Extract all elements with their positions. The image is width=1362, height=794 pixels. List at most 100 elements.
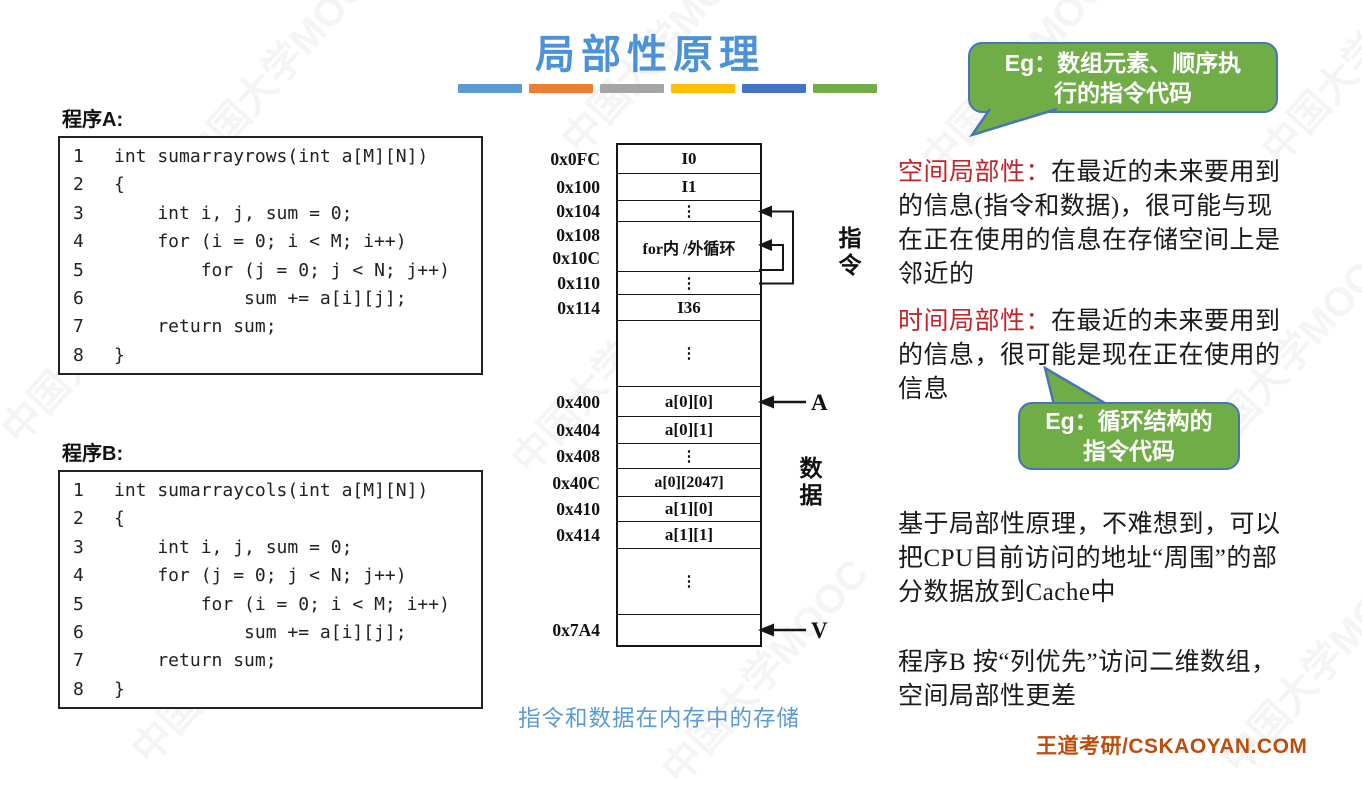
memory-cell: a[0][1] [618, 417, 760, 444]
spatial-locality-body: 在最近的未来要用到的信息(指令和数据)，很可能与现在正在使用的信息在存储空间上是… [898, 159, 1281, 288]
memory-address-line: 0x10C [552, 248, 600, 268]
accent-bar [671, 84, 735, 93]
memory-arrows: A V [758, 205, 828, 643]
memory-cell: a[1][0] [618, 497, 760, 522]
bubble-text-line: 行的指令代码 [1054, 79, 1192, 106]
code-line-text: for (j = 0; j < N; j++) [114, 259, 450, 281]
bubble-text-line: Eg：数组元素、顺序执 [1004, 49, 1242, 76]
instructions-label: 指令 [835, 226, 860, 280]
temporal-example-bubble: Eg：循环结构的 指令代码 [1018, 402, 1240, 470]
pointer-a-arrowhead-icon [758, 395, 774, 409]
program-a-label: 程序A: [62, 109, 124, 131]
code-line-number: 7 [73, 316, 84, 338]
memory-address: 0x114 [557, 297, 600, 318]
spatial-example-bubble: Eg：数组元素、顺序执 行的指令代码 [968, 42, 1278, 113]
code-line-text: sum += a[i][j]; [114, 287, 407, 309]
accent-bar [458, 84, 522, 93]
program-b-label: 程序B: [62, 443, 124, 465]
code-line-text: sum += a[i][j]; [114, 621, 407, 643]
code-line-text: int sumarraycols(int a[M][N]) [114, 480, 429, 501]
memory-cell: a[0][2047] [618, 469, 760, 497]
code-line-text: for (i = 0; i < M; i++) [114, 231, 407, 253]
brand-footer: 王道考研/CSKAOYAN.COM [1036, 735, 1308, 758]
code-line-number: 8 [73, 344, 84, 366]
code-line: 7 return sum; [60, 313, 481, 341]
code-line: 7 return sum; [60, 647, 481, 675]
program-b-note: 程序B 按“列优先”访问二维数组，空间局部性更差 [898, 649, 1277, 710]
memory-address: 0x7A4 [552, 619, 600, 640]
code-line: 8} [60, 342, 481, 370]
code-line-text: return sum; [114, 316, 277, 338]
code-line: 6 sum += a[i][j]; [60, 619, 481, 647]
memory-address-column: 0x0FC 0x100 0x104 0x108 0x10C 0x110 0x114… [536, 145, 610, 645]
bubble-text-line: 指令代码 [1083, 438, 1175, 464]
memory-address: 0x100 [556, 177, 600, 197]
memory-cell-ellipsis: ⋮ [618, 321, 760, 387]
code-line-number: 6 [73, 621, 84, 643]
code-line-text: for (j = 0; j < N; j++) [114, 565, 407, 587]
memory-address: 0x0FC [550, 149, 600, 169]
memory-cell-ellipsis: ⋮ [618, 549, 760, 615]
memory-cell-ellipsis: ⋮ [618, 444, 760, 469]
diagram-caption: 指令和数据在内存中的存储 [518, 706, 801, 731]
code-line: 2{ [60, 505, 481, 533]
accent-bar [813, 84, 877, 93]
memory-cell [618, 615, 760, 645]
memory-cell: I0 [618, 145, 760, 174]
temporal-locality-heading: 时间局部性： [898, 308, 1052, 335]
memory-address-line: 0x108 [556, 225, 600, 245]
code-line-text: for (i = 0; i < M; i++) [114, 593, 450, 615]
loop-arrowhead-icon [758, 239, 772, 251]
code-line-number: 4 [73, 565, 84, 587]
bubble-text-line: Eg：循环结构的 [1045, 408, 1213, 434]
memory-cell: I1 [618, 174, 760, 201]
code-line: 4 for (i = 0; i < M; i++) [60, 228, 481, 256]
code-line-number: 8 [73, 678, 84, 700]
pointer-v-arrowhead-icon [758, 623, 774, 637]
code-line-number: 2 [73, 174, 84, 196]
code-line: 3 int i, j, sum = 0; [60, 200, 481, 228]
code-line-text: return sum; [114, 650, 277, 672]
memory-address [536, 321, 610, 387]
code-line: 8} [60, 676, 481, 704]
memory-address: 0x404 [556, 420, 600, 440]
memory-address: 0x408 [556, 446, 600, 466]
memory-cell-ellipsis: ⋮ [618, 201, 760, 222]
code-line-number: 5 [73, 593, 84, 615]
memory-address: 0x400 [556, 391, 600, 412]
loop-arrowhead-icon [758, 205, 772, 218]
code-line-number: 3 [73, 202, 84, 224]
code-line: 2{ [60, 171, 481, 199]
code-line: 5 for (j = 0; j < N; j++) [60, 257, 481, 285]
page-title: 局部性原理 [535, 33, 765, 77]
memory-cell: a[0][0] [618, 387, 760, 417]
accent-bars [458, 84, 877, 93]
accent-bar [600, 84, 664, 93]
temporal-bubble-tail-icon [1043, 366, 1116, 410]
memory-address: 0x414 [556, 525, 600, 545]
accent-bar [529, 84, 593, 93]
code-line-number: 7 [73, 650, 84, 672]
memory-cell-for-loop: for内 /外循环 [618, 222, 760, 272]
memory-address [536, 549, 610, 615]
memory-address: 0x40C [552, 472, 600, 493]
pointer-a-label: A [811, 390, 828, 415]
code-line: 6 sum += a[i][j]; [60, 285, 481, 313]
memory-address: 0x104 [556, 201, 600, 221]
memory-address: 0x110 [557, 273, 600, 293]
code-line-number: 6 [73, 287, 84, 309]
code-line-number: 5 [73, 259, 84, 281]
code-line-number: 1 [73, 480, 84, 501]
code-line-number: 1 [73, 146, 84, 167]
code-line: 1 int sumarraycols(int a[M][N]) [60, 477, 481, 505]
code-line: 4 for (j = 0; j < N; j++) [60, 562, 481, 590]
code-line-number: 3 [73, 536, 84, 558]
memory-address: 0x410 [556, 499, 600, 519]
code-line-text: int sumarrayrows(int a[M][N]) [114, 146, 429, 167]
temporal-locality-note: 时间局部性：在最近的未来要用到的信息，很可能是现在正在使用的信息 [898, 305, 1290, 407]
code-line-number: 4 [73, 231, 84, 253]
data-label: 数据 [796, 456, 821, 510]
spatial-locality-heading: 空间局部性： [898, 159, 1052, 186]
memory-cell: I36 [618, 295, 760, 321]
